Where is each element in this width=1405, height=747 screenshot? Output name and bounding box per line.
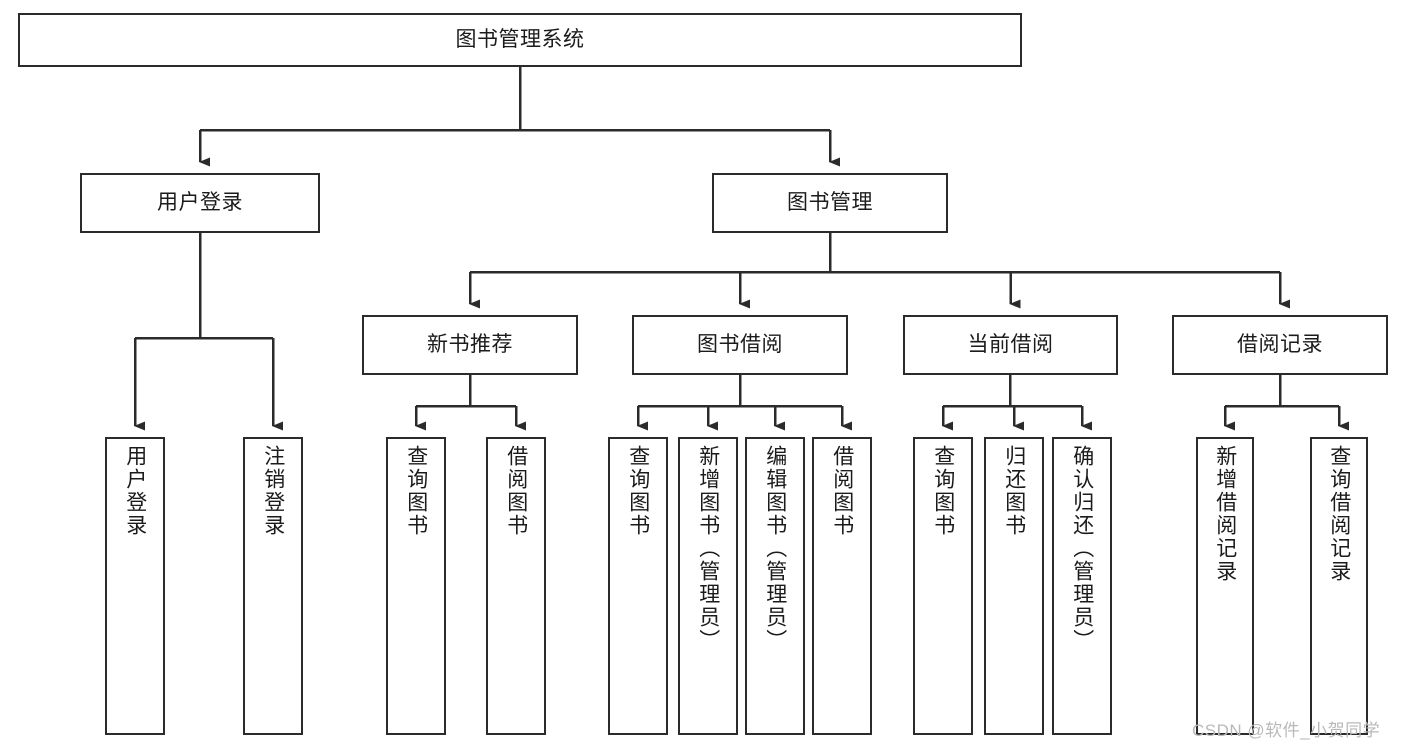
node-leaf-user-login[interactable]: 用户登录 (105, 437, 165, 735)
node-label: 图书借阅 (697, 332, 783, 356)
node-borrow-record[interactable]: 借阅记录 (1172, 315, 1388, 375)
node-leaf-rec-borrow[interactable]: 借阅图书 (486, 437, 546, 735)
node-label: 借阅图书 (504, 445, 528, 537)
node-label: 查询图书 (626, 445, 650, 537)
node-label: 查询借阅记录 (1327, 445, 1351, 583)
node-leaf-cur-return[interactable]: 归还图书 (984, 437, 1044, 735)
node-label: 编辑图书（管理员） (763, 445, 787, 652)
node-leaf-borrow-add[interactable]: 新增图书（管理员） (678, 437, 738, 735)
node-leaf-borrow-edit[interactable]: 编辑图书（管理员） (745, 437, 805, 735)
node-label: 注销登录 (261, 445, 285, 537)
node-leaf-cur-query[interactable]: 查询图书 (913, 437, 973, 735)
node-user-login[interactable]: 用户登录 (80, 173, 320, 233)
node-leaf-rec-add[interactable]: 新增借阅记录 (1196, 437, 1254, 735)
node-label: 新增借阅记录 (1213, 445, 1237, 583)
node-label: 查询图书 (404, 445, 428, 537)
node-leaf-cur-confirm[interactable]: 确认归还（管理员） (1052, 437, 1112, 735)
node-leaf-borrow-lend[interactable]: 借阅图书 (812, 437, 872, 735)
tree-connectors (133, 67, 1349, 431)
node-book-borrow[interactable]: 图书借阅 (632, 315, 848, 375)
node-book-manage[interactable]: 图书管理 (712, 173, 948, 233)
node-leaf-rec-search[interactable]: 查询借阅记录 (1310, 437, 1368, 735)
node-label: 借阅记录 (1237, 332, 1323, 356)
node-label: 图书管理 (787, 190, 873, 214)
node-leaf-borrow-query[interactable]: 查询图书 (608, 437, 668, 735)
node-label: 借阅图书 (830, 445, 854, 537)
node-label: 新增图书（管理员） (696, 445, 720, 652)
node-label: 确认归还（管理员） (1070, 445, 1094, 652)
node-leaf-rec-query[interactable]: 查询图书 (386, 437, 446, 735)
node-label: 新书推荐 (427, 332, 513, 356)
node-label: 查询图书 (931, 445, 955, 537)
node-label: 图书管理系统 (455, 27, 585, 51)
node-label: 用户登录 (157, 190, 243, 214)
node-current-borrow[interactable]: 当前借阅 (903, 315, 1118, 375)
node-leaf-user-logout[interactable]: 注销登录 (243, 437, 303, 735)
node-label: 当前借阅 (967, 332, 1054, 356)
node-label: 用户登录 (123, 445, 147, 537)
node-new-book-rec[interactable]: 新书推荐 (362, 315, 578, 375)
node-label: 归还图书 (1002, 445, 1026, 537)
node-root[interactable]: 图书管理系统 (18, 13, 1022, 67)
